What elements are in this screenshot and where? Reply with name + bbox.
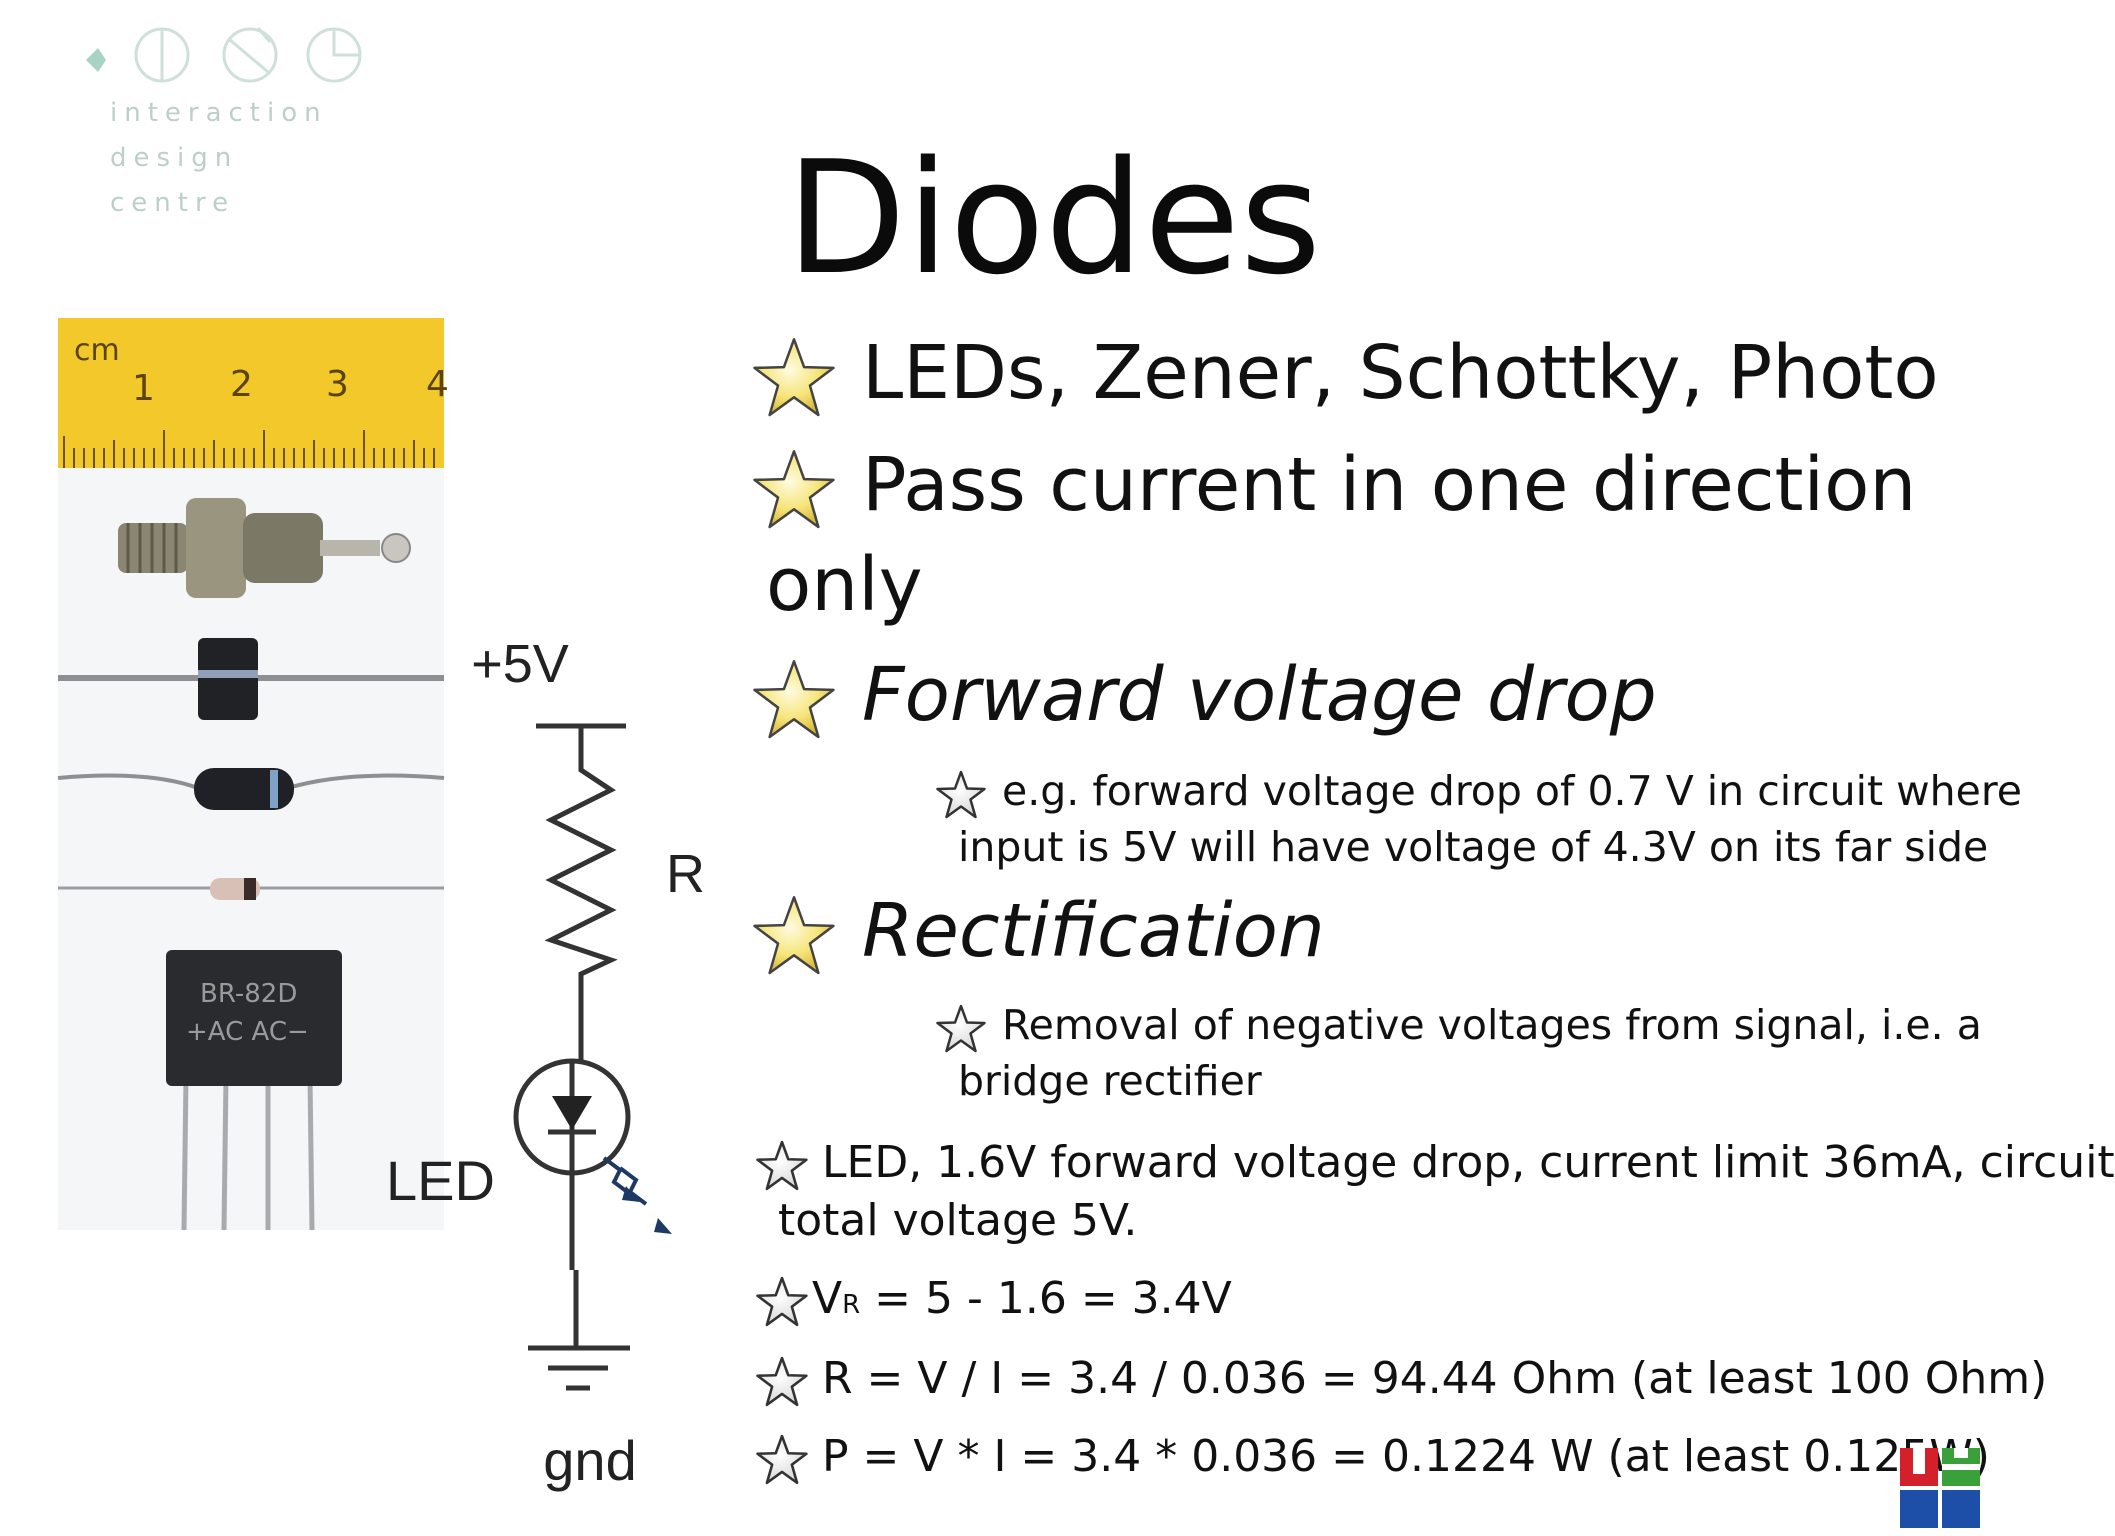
note-resistor-voltage: VR = 5 - 1.6 = 3.4V — [756, 1270, 2036, 1334]
rectifier-diode — [58, 638, 444, 720]
ground-symbol — [528, 1270, 630, 1391]
note-text: R = V / I = 3.4 / 0.036 = 94.44 Ohm (at … — [822, 1353, 2048, 1404]
bullet-text-line1: Pass current in one direction — [862, 442, 1917, 528]
star-subbullet-icon — [936, 1004, 986, 1054]
bullet-text: LEDs, Zener, Schottky, Photo — [862, 330, 1939, 416]
led-circuit-schematic: +5V R LED gnd — [386, 634, 705, 1492]
note-text-line2: total voltage 5V. — [778, 1195, 1138, 1246]
logo-icons — [86, 27, 362, 83]
star-bullet-icon — [752, 336, 836, 420]
star-note-icon — [756, 1434, 808, 1486]
bridge-label-2: +AC AC− — [186, 1017, 309, 1047]
bullet-forward-voltage-drop: Forward voltage drop — [744, 654, 2034, 744]
voltage-subscript: R — [842, 1290, 861, 1320]
star-note-icon — [756, 1140, 808, 1192]
ground-label: gnd — [543, 1429, 636, 1492]
star-bullet-icon — [752, 448, 836, 532]
note-led-specs: LED, 1.6V forward voltage drop, current … — [756, 1134, 2115, 1258]
bullet-text-line2: only — [766, 542, 923, 628]
star-bullet-icon — [752, 894, 836, 978]
ruler-tick-4: 4 — [426, 364, 449, 405]
star-bullet-icon — [752, 658, 836, 742]
bullet-rectification: Rectification — [744, 890, 2034, 980]
subbullet-forward-drop-example: e.g. forward voltage drop of 0.7 V in ci… — [936, 764, 2036, 884]
logo-line-3: centre — [110, 188, 236, 218]
stud-diode — [118, 498, 411, 598]
voltage-symbol: V — [812, 1273, 843, 1324]
slide-title: Diodes — [786, 127, 1322, 309]
ruler — [58, 318, 444, 468]
resistor-label: R — [666, 844, 705, 904]
ruler-tick-1: 1 — [132, 368, 155, 409]
star-note-icon — [756, 1276, 808, 1328]
subbullet-text-line1: e.g. forward voltage drop of 0.7 V in ci… — [1002, 767, 2023, 815]
note-formula: VR = 5 - 1.6 = 3.4V — [812, 1270, 1232, 1327]
bridge-label-1: BR-82D — [200, 979, 297, 1009]
note-text: P = V * I = 3.4 * 0.036 = 0.1224 W (at l… — [822, 1431, 1990, 1482]
subbullet-text-line2: bridge rectifier — [958, 1057, 1262, 1105]
ruler-tick-3: 3 — [326, 364, 349, 405]
star-note-icon — [756, 1356, 808, 1408]
subbullet-text-line2: input is 5V will have voltage of 4.3V on… — [958, 823, 1989, 871]
supply-label: +5V — [471, 634, 569, 694]
signal-diode — [58, 878, 444, 900]
ruler-unit: cm — [74, 333, 120, 368]
subbullet-rectification-example: Removal of negative voltages from signal… — [936, 998, 2036, 1118]
bullet-text: Rectification — [862, 888, 1325, 974]
logo-line-1: interaction — [110, 98, 328, 128]
note-text-line1: LED, 1.6V forward voltage drop, current … — [822, 1137, 2115, 1188]
led-symbol — [513, 1058, 672, 1270]
subbullet-text-line1: Removal of negative voltages from signal… — [1002, 1001, 1982, 1049]
logo-line-2: design — [110, 143, 239, 173]
note-resistance: R = V / I = 3.4 / 0.036 = 94.44 Ohm (at … — [756, 1350, 2047, 1414]
voltage-equation: = 5 - 1.6 = 3.4V — [860, 1273, 1232, 1324]
bridge-rectifier: BR-82D +AC AC− — [166, 950, 342, 1231]
note-power: P = V * I = 3.4 * 0.036 = 0.1224 W (at l… — [756, 1428, 2036, 1492]
led-label: LED — [386, 1149, 495, 1212]
bullet-diode-types: LEDs, Zener, Schottky, Photo — [744, 332, 2034, 422]
bullet-one-direction: Pass current in one direction only — [744, 444, 2034, 634]
diodes-photo: cm 1 2 3 4 BR-82D +AC AC− — [57, 318, 449, 1231]
bullet-text: Forward voltage drop — [862, 652, 1657, 738]
resistor-symbol — [544, 726, 618, 1060]
university-logo — [1900, 1448, 1980, 1528]
ruler-tick-2: 2 — [230, 364, 253, 405]
axial-diode — [57, 768, 445, 810]
interaction-design-centre-logo: interaction design centre — [80, 20, 400, 230]
star-subbullet-icon — [936, 770, 986, 820]
